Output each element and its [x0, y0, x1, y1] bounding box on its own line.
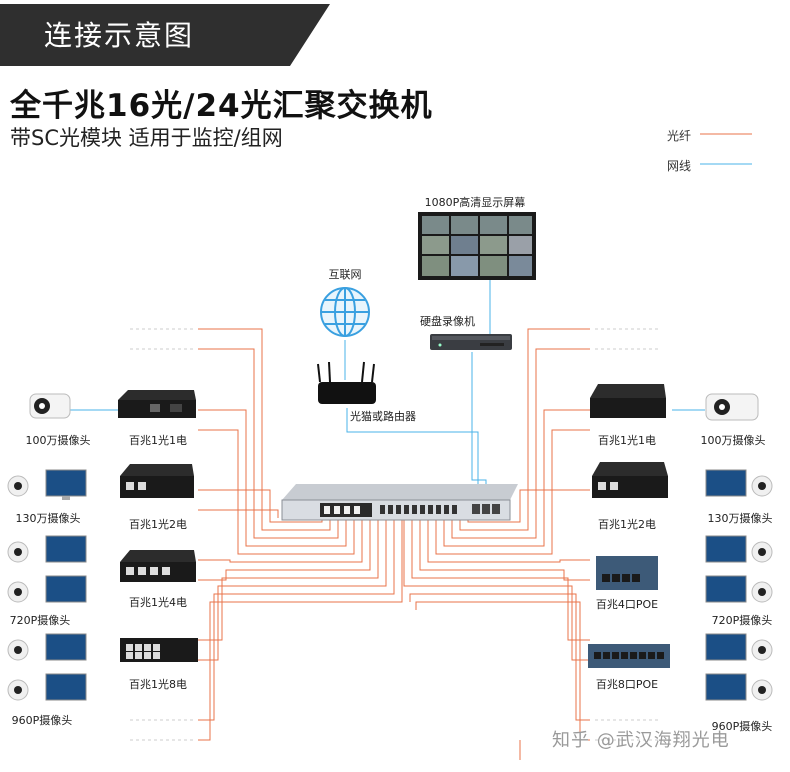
banner-title: 连接示意图: [44, 19, 195, 52]
right-cam3-label: 720P摄像头: [711, 614, 773, 627]
page-title: 全千兆16光/24光汇聚交换机: [10, 88, 433, 124]
header-banner: [0, 4, 330, 66]
right-cam2-label: 130万摄像头: [707, 512, 773, 525]
screen-label: 1080P高清显示屏幕: [424, 196, 526, 209]
left-camera-100w: [29, 393, 71, 419]
right-cam4-label: 960P摄像头: [711, 720, 773, 733]
aggregation-switch: [281, 484, 518, 521]
right-poe-8port: [588, 644, 670, 668]
right-cam1-label: 100万摄像头: [700, 434, 766, 447]
right-converter-1: [590, 384, 666, 418]
right-conv4-label: 百兆8口POE: [595, 678, 659, 691]
left-conv2-label: 百兆1光2电: [129, 518, 187, 531]
right-camera-100w: [705, 393, 759, 421]
placeholder-lines: [130, 328, 660, 741]
watermark: 知乎 @武汉海翔光电: [552, 730, 730, 751]
right-camera-row-130w: [705, 469, 773, 497]
legend-network-label: 网线: [667, 159, 692, 173]
right-poe-4port: [596, 556, 658, 590]
left-cam3-label: 720P摄像头: [9, 614, 71, 627]
display-screen: [418, 212, 536, 280]
page-subtitle: 带SC光模块 适用于监控/组网: [10, 126, 283, 150]
left-camera-row-720p: [7, 535, 87, 603]
left-cam1-label: 100万摄像头: [25, 434, 91, 447]
router-device: [317, 361, 376, 404]
left-converter-3: [120, 550, 196, 582]
right-camera-row-960p: [705, 633, 773, 701]
left-converter-1: [118, 390, 196, 418]
left-fiber-lines: [198, 328, 403, 741]
left-conv4-label: 百兆1光8电: [129, 678, 187, 691]
left-converter-2: [120, 464, 194, 498]
right-conv1-label: 百兆1光1电: [598, 434, 656, 447]
left-cam4-label: 960P摄像头: [11, 714, 73, 727]
internet-label: 互联网: [328, 268, 362, 281]
nvr-label: 硬盘录像机: [420, 315, 475, 328]
right-fiber-lines: [403, 328, 590, 760]
right-conv3-label: 百兆4口POE: [595, 598, 659, 611]
left-conv3-label: 百兆1光4电: [129, 596, 187, 609]
left-conv1-label: 百兆1光1电: [129, 434, 187, 447]
left-camera-row-960p: [7, 633, 87, 701]
router-label: 光猫或路由器: [350, 410, 416, 423]
right-camera-row-720p: [705, 535, 773, 603]
left-camera-row-130w: [7, 469, 87, 500]
left-cam2-label: 130万摄像头: [15, 512, 81, 525]
nvr-device: [430, 334, 512, 350]
legend-fiber-label: 光纤: [667, 129, 692, 143]
right-converter-2: [592, 462, 668, 498]
globe-icon: [320, 287, 370, 337]
right-conv2-label: 百兆1光2电: [598, 518, 656, 531]
left-converter-4: [120, 638, 198, 662]
